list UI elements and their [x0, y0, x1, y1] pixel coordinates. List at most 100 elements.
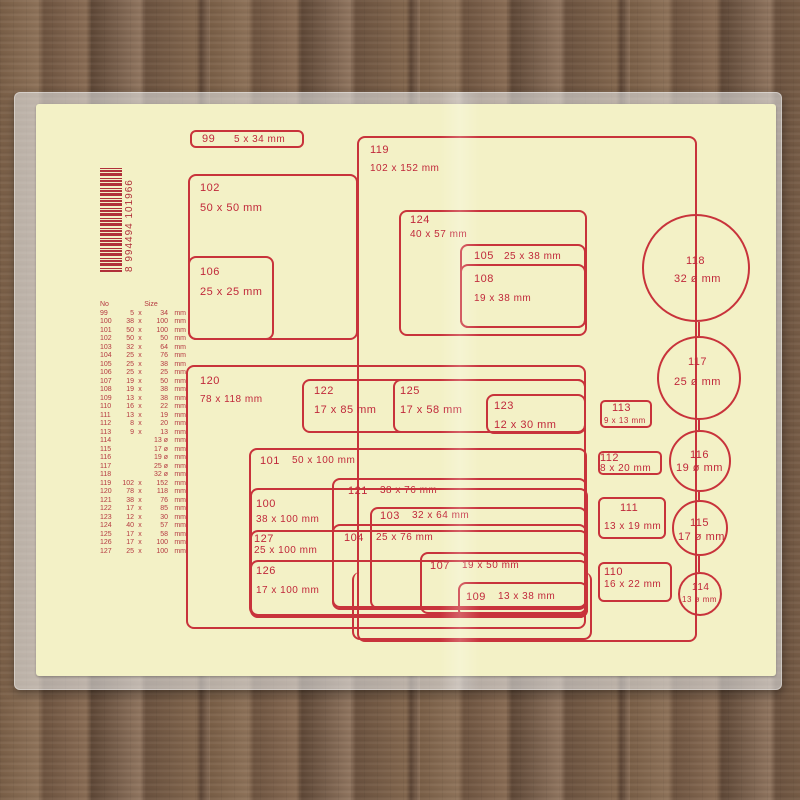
- barcode-digits: 8 994494 101966: [124, 179, 135, 272]
- table-cell: mm: [174, 496, 186, 504]
- table-cell: mm: [174, 488, 186, 495]
- table-cell: 25 ø: [153, 462, 168, 470]
- table-header-size: Size: [144, 301, 158, 308]
- table-cell: [120, 454, 134, 463]
- table-cell: [120, 471, 134, 480]
- shape-108-number: 108: [474, 273, 494, 285]
- shape-99-size: 5 x 34 mm: [234, 134, 286, 145]
- shape-106-size: 25 x 25 mm: [200, 286, 263, 298]
- table-cell: x: [138, 513, 142, 521]
- table-cell: x: [138, 335, 142, 342]
- table-cell: x: [138, 318, 142, 325]
- table-cell: 102: [122, 479, 134, 487]
- table-cell: 100: [156, 539, 168, 546]
- table-cell: 108: [100, 386, 112, 393]
- shape-117: [657, 336, 741, 420]
- shape-111-number: 111: [620, 502, 639, 514]
- table-cell: 105: [100, 360, 112, 368]
- shape-126-number: 126: [256, 565, 276, 577]
- table-cell: x: [138, 522, 142, 529]
- circle-connector: [698, 420, 700, 430]
- shape-124-number: 124: [410, 214, 430, 226]
- shape-118-number: 118: [686, 255, 706, 267]
- shape-102-size: 50 x 50 mm: [200, 202, 263, 214]
- table-cell: [134, 454, 146, 463]
- shape-101-size: 50 x 100 mm: [292, 455, 356, 466]
- table-cell: 117: [100, 462, 112, 470]
- table-cell: 32 ø: [153, 471, 168, 478]
- table-cell: mm: [174, 505, 186, 512]
- table-cell: mm: [174, 318, 186, 325]
- table-cell: mm: [174, 471, 186, 478]
- shape-100-size: 38 x 100 mm: [256, 514, 320, 525]
- table-cell: 19: [126, 377, 134, 385]
- shape-112: [598, 451, 662, 475]
- shape-103-size: 32 x 64 mm: [412, 510, 469, 521]
- shape-126-size: 17 x 100 mm: [256, 585, 320, 596]
- table-cell: x: [138, 496, 142, 504]
- table-cell: [120, 446, 134, 455]
- table-cell: 13: [126, 394, 134, 402]
- table-cell: 17: [126, 539, 134, 546]
- shape-112-size: 8 x 20 mm: [600, 463, 652, 474]
- table-cell: x: [138, 403, 142, 410]
- shape-115: [672, 500, 728, 556]
- table-cell: 124: [100, 522, 112, 529]
- shape-112-number: 112: [600, 452, 620, 464]
- table-cell: 102: [100, 335, 112, 342]
- table-cell: mm: [174, 539, 186, 546]
- table-cell: 40: [126, 522, 134, 529]
- shape-106-number: 106: [200, 266, 220, 278]
- table-cell: x: [138, 411, 142, 419]
- table-cell: 126: [100, 539, 112, 546]
- shape-105-size: 25 x 38 mm: [504, 251, 562, 262]
- shape-120-size: 78 x 118 mm: [200, 394, 263, 405]
- shape-123-number: 123: [494, 400, 514, 412]
- table-cell: 125: [100, 530, 112, 538]
- shape-99-number: 99: [202, 133, 216, 145]
- table-cell: 50: [126, 335, 134, 342]
- table-cell: 9: [130, 428, 134, 436]
- table-cell: 19: [160, 411, 168, 419]
- table-cell: x: [138, 343, 142, 351]
- table-cell: 38: [126, 318, 134, 325]
- table-cell: mm: [174, 309, 186, 317]
- table-cell: [134, 463, 146, 472]
- shape-111: [598, 497, 666, 539]
- table-cell: 38: [160, 360, 168, 368]
- shape-110-number: 110: [604, 566, 624, 578]
- table-cell: x: [138, 394, 142, 402]
- table-cell: mm: [174, 411, 186, 419]
- shape-127-number: 127: [254, 533, 274, 545]
- table-cell: 112: [100, 420, 112, 427]
- table-cell: 25: [126, 352, 134, 359]
- table-cell: 17: [126, 505, 134, 512]
- shape-101-number: 101: [260, 455, 280, 467]
- table-cell: mm: [174, 462, 186, 470]
- table-cell: 100: [156, 547, 168, 555]
- shape-116-number: 116: [690, 449, 710, 461]
- table-cell: 115: [100, 445, 112, 453]
- table-cell: x: [138, 360, 142, 368]
- shape-117-size: 25 ø mm: [674, 376, 721, 388]
- shape-107-number: 107: [430, 560, 450, 572]
- table-cell: mm: [174, 352, 186, 359]
- shape-109: [458, 582, 588, 618]
- shape-103-number: 103: [380, 510, 400, 522]
- table-cell: mm: [174, 377, 186, 385]
- table-cell: 57: [160, 522, 168, 529]
